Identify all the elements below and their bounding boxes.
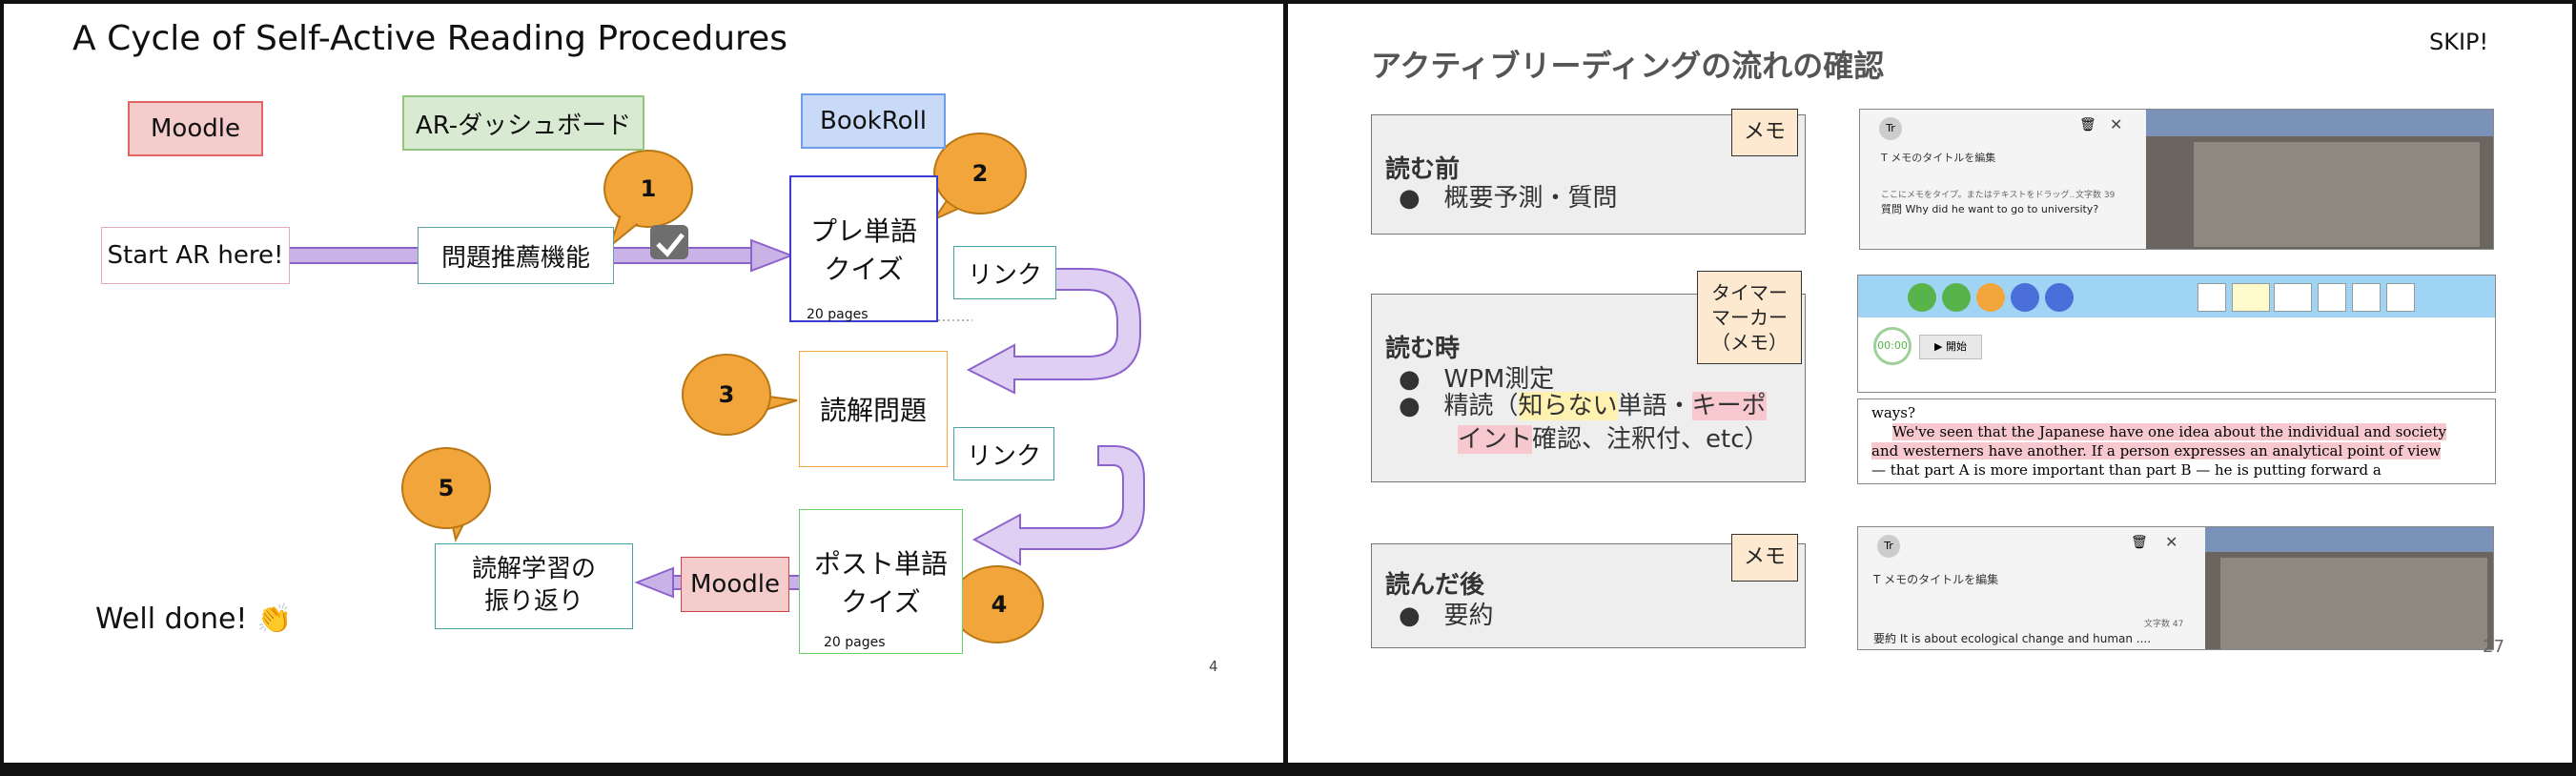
arrow-to-pre-quiz <box>750 238 794 273</box>
page-thumbnail <box>2194 142 2480 247</box>
step-number-3: 3 <box>718 381 735 408</box>
arrow-link-to-reading <box>966 268 1141 395</box>
screenshot-reading-text: ways? We've seen that the Japanese have … <box>1857 398 2496 484</box>
pre-quiz-pages: 20 pages <box>807 307 869 322</box>
step-bubble-1 <box>603 150 693 249</box>
memo-tag-3: メモ <box>1731 534 1798 582</box>
screenshot-memo-before: Tr 🗑 ✕ T メモのタイトルを編集 ここにメモをタイプ。またはテキストをドラ… <box>1859 109 2494 250</box>
memo-char-count: 文字数 47 <box>2144 620 2184 629</box>
slide-title-right: アクティブリーディングの流れの確認 <box>1371 48 1885 84</box>
slide-title: A Cycle of Self-Active Reading Procedure… <box>72 19 787 58</box>
memo-placeholder: ここにメモをタイプ。またはテキストをドラッグ... <box>1881 191 2078 200</box>
bookroll-toolbar <box>1858 276 2495 317</box>
page-thumbnail <box>2220 558 2487 649</box>
reading-line: ways? <box>1871 404 1915 421</box>
start-node: Start AR here! <box>101 227 290 284</box>
pre-quiz-label-2: クイズ <box>824 254 904 285</box>
stage-heading: 読む前 <box>1385 155 1461 184</box>
text-format-icon[interactable]: Tr <box>1877 535 1900 558</box>
stage-bullet-2: ● 精読（知らない単語・キーポイント確認、注釈付、etc） <box>1399 392 1769 455</box>
viewer-toolbar <box>2205 527 2493 552</box>
pre-quiz-node: プレ単語 クイズ <box>789 175 938 322</box>
post-quiz-label-2: クイズ <box>841 586 921 618</box>
grid-icon[interactable] <box>2386 283 2415 312</box>
start-button[interactable]: ▶ 開始 <box>1919 335 1982 359</box>
reading-node: 読解問題 <box>799 351 948 467</box>
right-page-number: 27 <box>2483 637 2504 657</box>
reflection-node: 読解学習の 振り返り <box>435 543 633 629</box>
memo-tag-2: タイマー マーカー （メモ） <box>1697 271 1802 364</box>
search-icon[interactable] <box>2352 283 2381 312</box>
close-icon[interactable]: ✕ <box>2165 533 2178 551</box>
palette-icon[interactable] <box>2318 283 2346 312</box>
step-bubble-5 <box>401 447 491 542</box>
stage-bullet: ● 概要予測・質問 <box>1399 184 1618 213</box>
reading-line: and westerners have another. If a person… <box>1871 442 2442 459</box>
memo-char-count: 文字数 39 <box>2075 188 2116 200</box>
memo-summary: 要約 It is about ecological change and hum… <box>1873 632 2152 645</box>
link-node-1: リンク <box>953 246 1056 299</box>
step-bubble-2 <box>931 133 1027 222</box>
step-number-2: 2 <box>971 160 989 187</box>
reflection-label-2: 振り返り <box>483 587 583 616</box>
screenshot-timer: 00:00 ▶ 開始 <box>1857 275 2496 393</box>
fullscreen-icon[interactable] <box>1976 283 2005 312</box>
dashboard-label: AR-ダッシュボード <box>402 95 644 151</box>
memo-icon[interactable] <box>2274 283 2312 312</box>
zoom-in-icon[interactable] <box>2011 283 2039 312</box>
post-quiz-node: ポスト単語 クイズ <box>799 509 963 654</box>
skip-button[interactable]: SKIP! <box>2429 29 2489 55</box>
bookroll-label: BookRoll <box>801 93 946 149</box>
checkbox-icon <box>650 225 688 259</box>
left-page-number: 4 <box>1209 658 1218 675</box>
stage-bullet: ● 要約 <box>1399 602 1494 630</box>
step-bubble-3 <box>682 354 798 436</box>
marker-icon[interactable] <box>2232 283 2270 312</box>
post-quiz-pages: 20 pages <box>824 635 886 650</box>
well-done-text: Well done! 👏 <box>95 602 293 636</box>
arrow-link-to-post-quiz <box>971 445 1145 566</box>
home-icon[interactable] <box>1908 283 1936 312</box>
slide-divider <box>1283 0 1288 776</box>
step-number-1: 1 <box>640 175 657 202</box>
memo-tag-1: メモ <box>1731 109 1798 156</box>
stage-bullet-1: ● WPM測定 <box>1399 365 1555 394</box>
memo-panel: Tr 🗑 ✕ T メモのタイトルを編集 ここにメモをタイプ。またはテキストをドラ… <box>1860 110 2146 249</box>
arrow-start-to-recommend <box>285 247 420 264</box>
memo-question: 質問 Why did he want to go to university? <box>1881 203 2099 215</box>
trash-icon[interactable]: 🗑 <box>2131 535 2148 550</box>
bookmark-icon[interactable] <box>2198 283 2226 312</box>
pre-quiz-label-1: プレ単語 <box>809 215 917 247</box>
close-icon[interactable]: ✕ <box>2110 115 2123 133</box>
viewer-toolbar <box>2146 110 2493 136</box>
recommend-node: 問題推薦機能 <box>418 227 614 284</box>
trash-icon[interactable]: 🗑 <box>2079 117 2096 133</box>
arrow-to-reflection <box>634 566 674 599</box>
step-number-4: 4 <box>991 591 1008 618</box>
memo-title-field[interactable]: T メモのタイトルを編集 <box>1881 152 1996 164</box>
reflection-label-1: 読解学習の <box>471 555 596 584</box>
link-node-2: リンク <box>953 427 1054 480</box>
screenshot-memo-after: Tr 🗑 ✕ T メモのタイトルを編集 文字数 47 要約 It is abou… <box>1857 526 2494 650</box>
moodle-node: Moodle <box>681 557 789 612</box>
timer-display: 00:00 <box>1873 327 1912 365</box>
memo-panel: Tr 🗑 ✕ T メモのタイトルを編集 文字数 47 要約 It is abou… <box>1858 527 2205 649</box>
post-quiz-label-1: ポスト単語 <box>813 548 948 580</box>
stage-heading: 読んだ後 <box>1385 571 1485 600</box>
step-number-5: 5 <box>438 475 455 501</box>
zoom-out-icon[interactable] <box>2045 283 2074 312</box>
text-format-icon[interactable]: Tr <box>1879 117 1902 140</box>
memo-title-field[interactable]: T メモのタイトルを編集 <box>1873 573 1999 586</box>
reading-line: — that part A is more important than par… <box>1871 461 2382 479</box>
reading-line: We've seen that the Japanese have one id… <box>1892 423 2446 440</box>
stage-heading: 読む時 <box>1385 335 1461 363</box>
moodle-label: Moodle <box>128 101 263 156</box>
settings-icon[interactable] <box>1942 283 1971 312</box>
